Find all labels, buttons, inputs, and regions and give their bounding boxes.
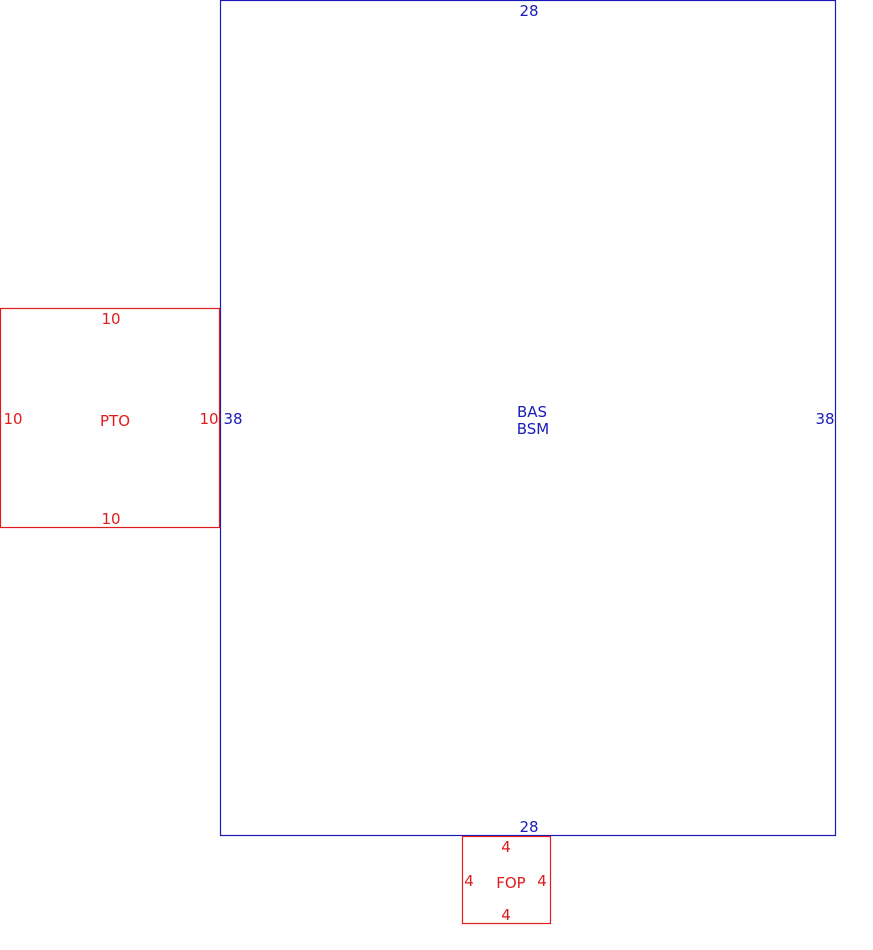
main-area-right-dimension: 38: [815, 410, 834, 428]
patio-top-dimension: 10: [101, 310, 120, 328]
patio-right-dimension: 10: [199, 410, 218, 428]
main-area-left-dimension: 38: [223, 410, 242, 428]
main-area-label-secondary: BSM: [517, 420, 550, 438]
patio-outline: [0, 307, 221, 529]
main-area-top-dimension: 28: [519, 2, 538, 20]
porch-right-dimension: 4: [537, 872, 547, 890]
porch-top-dimension: 4: [501, 838, 511, 856]
patio-label: PTO: [100, 412, 130, 430]
main-area-label-primary: BAS: [517, 403, 547, 421]
main-area-bottom-dimension: 28: [519, 818, 538, 836]
porch-outline: [461, 835, 552, 925]
patio-left-dimension: 10: [3, 410, 22, 428]
patio-bottom-dimension: 10: [101, 510, 120, 528]
main-area-outline: [219, 0, 837, 837]
porch-left-dimension: 4: [464, 872, 474, 890]
porch-label: FOP: [496, 874, 525, 892]
porch-bottom-dimension: 4: [501, 906, 511, 924]
